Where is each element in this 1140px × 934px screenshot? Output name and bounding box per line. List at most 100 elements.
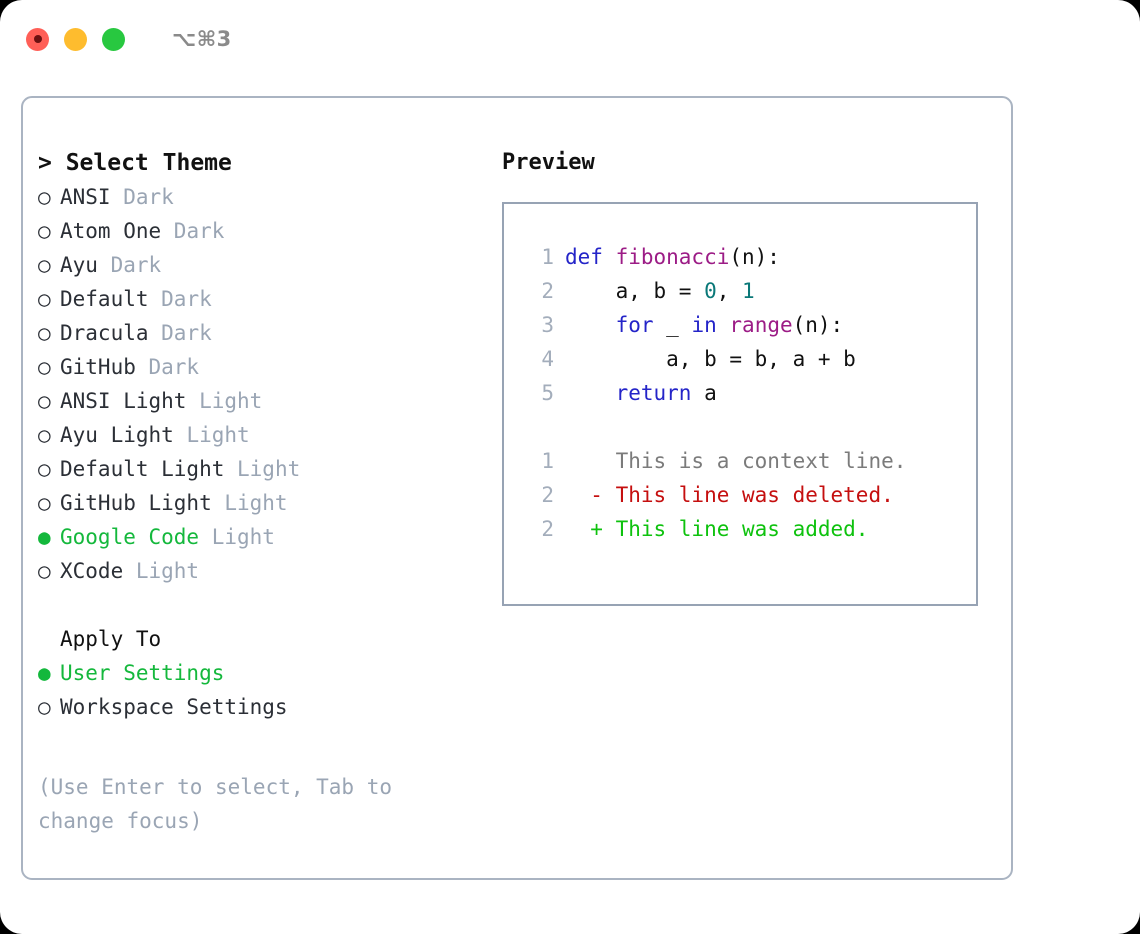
theme-option-name: XCode	[60, 559, 124, 583]
theme-option[interactable]: ○ Default Light Light	[38, 452, 478, 486]
code-token	[565, 313, 616, 337]
theme-option-name: ANSI Light	[60, 389, 187, 413]
line-number: 2	[541, 483, 554, 507]
theme-option-tag: Light	[123, 559, 200, 583]
theme-option[interactable]: ○XCode Light	[38, 554, 478, 588]
theme-option[interactable]: ○ANSI Light Light	[38, 384, 478, 418]
maximize-button[interactable]	[102, 27, 125, 51]
code-token: fibonacci	[615, 245, 730, 269]
radio-selected-icon: ●	[38, 661, 51, 685]
diff-marker	[565, 449, 616, 473]
code-token: in	[691, 313, 717, 337]
theme-list[interactable]: ○ANSI Dark○Atom One Dark○Ayu Dark○Defaul…	[38, 180, 478, 588]
theme-option-tag: Dark	[97, 253, 162, 277]
code-token: range	[729, 313, 793, 337]
radio-unselected-icon: ○	[38, 695, 51, 719]
theme-picker-panel: > Select Theme ○ANSI Dark○Atom One Dark○…	[38, 146, 478, 838]
theme-option-tag: Dark	[148, 287, 212, 311]
radio-unselected-icon: ○	[38, 423, 51, 447]
theme-option[interactable]: ○ GitHub Light Light	[38, 486, 478, 520]
theme-option[interactable]: ○ Atom One Dark	[38, 214, 478, 248]
diff-text: This line was added.	[615, 517, 869, 541]
theme-option[interactable]: ○ Ayu Light Light	[38, 418, 478, 452]
theme-option-tag: Dark	[135, 355, 200, 379]
line-number: 5	[541, 381, 554, 405]
theme-option[interactable]: ○ Ayu Dark	[38, 248, 478, 282]
theme-option[interactable]: ● Google Code Light	[38, 520, 478, 554]
page-title: > Select Theme	[38, 150, 232, 176]
keyboard-hint: (Use Enter to select, Tab to change focu…	[38, 775, 405, 833]
apply-to-option[interactable]: ● User Settings	[38, 656, 478, 690]
line-number: 2	[541, 517, 554, 541]
diff-line: 2 - This line was deleted.	[524, 478, 976, 512]
apply-to-option-name: Workspace Settings	[60, 695, 288, 719]
radio-unselected-icon: ○	[38, 457, 51, 481]
diff-marker: +	[565, 517, 616, 541]
diff-text: This is a context line.	[615, 449, 907, 473]
title-bar: ⌥⌘3	[0, 0, 1140, 78]
theme-option-name: Atom One	[60, 219, 162, 243]
apply-to-option[interactable]: ○ Workspace Settings	[38, 690, 478, 724]
theme-option-tag: Dark	[161, 219, 225, 243]
code-token: a	[691, 381, 717, 405]
code-token	[565, 381, 616, 405]
radio-unselected-icon: ○	[38, 355, 51, 379]
radio-unselected-icon: ○	[38, 219, 51, 243]
code-line: 3 for _ in range(n):	[524, 308, 976, 342]
radio-unselected-icon: ○	[38, 321, 51, 345]
diff-marker: -	[565, 483, 616, 507]
line-number: 3	[541, 313, 554, 337]
theme-option[interactable]: ○ GitHub Dark	[38, 350, 478, 384]
traffic-lights	[26, 27, 125, 51]
radio-unselected-icon: ○	[38, 253, 51, 277]
radio-unselected-icon: ○	[38, 491, 51, 515]
theme-option-tag: Light	[173, 423, 250, 447]
apply-to-list[interactable]: ● User Settings ○ Workspace Settings	[38, 656, 478, 724]
minimize-button[interactable]	[64, 27, 87, 51]
code-token: for	[615, 313, 654, 337]
theme-option[interactable]: ○ Dracula Dark	[38, 316, 478, 350]
code-token: (n):	[729, 245, 780, 269]
code-token: a, b =	[565, 279, 705, 303]
code-line: 4 a, b = b, a + b	[524, 342, 976, 376]
theme-option[interactable]: ○ Default Dark	[38, 282, 478, 316]
theme-option-name: Dracula	[60, 321, 149, 345]
theme-option-name: Ayu Light	[60, 423, 174, 447]
theme-option-name: Ayu	[60, 253, 98, 277]
theme-option-name: GitHub Light	[60, 491, 212, 515]
code-token: _	[653, 313, 692, 337]
theme-option-name: GitHub	[60, 355, 136, 379]
theme-option-name: Default	[60, 287, 149, 311]
line-number: 2	[541, 279, 554, 303]
diff-line: 2 + This line was added.	[524, 512, 976, 546]
code-token: 0	[704, 279, 717, 303]
theme-option-tag: Light	[199, 525, 275, 549]
theme-dialog-card: > Select Theme ○ANSI Dark○Atom One Dark○…	[21, 96, 1013, 880]
diff-line: 1 This is a context line.	[524, 444, 976, 478]
theme-option-tag: Light	[211, 491, 288, 515]
code-line: 2 a, b = 0, 1	[524, 274, 976, 308]
close-button[interactable]	[26, 27, 49, 51]
code-token	[717, 313, 730, 337]
theme-option-name: ANSI	[60, 185, 111, 209]
theme-option-tag: Light	[186, 389, 263, 413]
theme-option-name: Google Code	[60, 525, 200, 549]
code-token: def	[565, 245, 616, 269]
theme-option[interactable]: ○ANSI Dark	[38, 180, 478, 214]
theme-option-tag: Dark	[110, 185, 174, 209]
theme-option-tag: Dark	[148, 321, 212, 345]
line-number: 1	[541, 449, 554, 473]
theme-option-name: Default Light	[60, 457, 225, 481]
code-token: return	[615, 381, 692, 405]
theme-option-tag: Light	[224, 457, 301, 481]
radio-selected-icon: ●	[38, 525, 51, 549]
radio-unselected-icon: ○	[38, 287, 51, 311]
diff-text: This line was deleted.	[615, 483, 894, 507]
code-token: ,	[716, 279, 743, 303]
line-number: 4	[541, 347, 554, 371]
apply-to-option-name: User Settings	[60, 661, 225, 685]
